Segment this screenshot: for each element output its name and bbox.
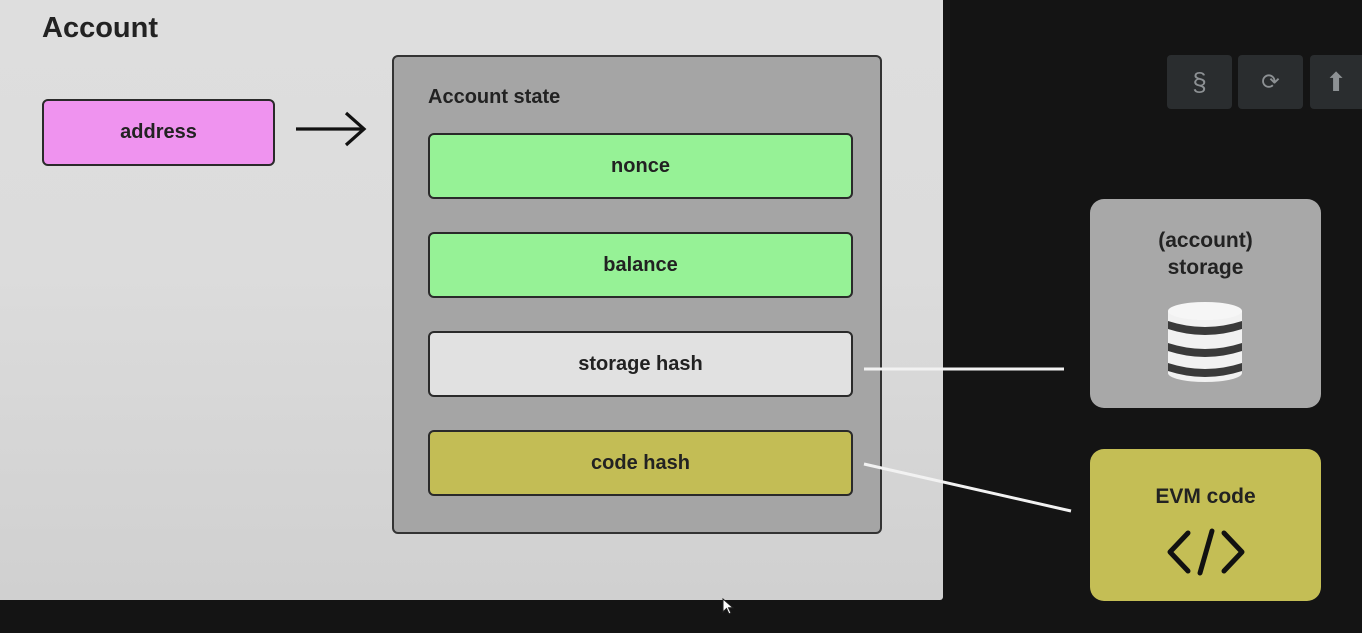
field-balance-label: balance xyxy=(603,253,678,276)
account-storage-title: (account) storage xyxy=(1158,229,1253,279)
code-connector-line xyxy=(863,462,1072,513)
address-label: address xyxy=(120,121,197,143)
right-arrow-icon xyxy=(296,111,367,147)
field-code-hash: code hash xyxy=(428,430,853,496)
account-storage-card: (account) storage xyxy=(1090,199,1321,408)
mouse-cursor-icon xyxy=(722,598,735,615)
section-icon: § xyxy=(1192,66,1207,97)
field-nonce-label: nonce xyxy=(611,154,670,177)
field-storage-hash: storage hash xyxy=(428,331,853,397)
account-state-title: Account state xyxy=(428,86,561,108)
address-box: address xyxy=(42,99,275,166)
slide-title: Account xyxy=(42,12,158,44)
evm-code-card: EVM code xyxy=(1090,449,1321,601)
slide-panel: Account address Account state nonce bala… xyxy=(0,0,943,600)
refresh-button[interactable]: ⟳ xyxy=(1238,55,1303,109)
section-button[interactable]: § xyxy=(1167,55,1232,109)
refresh-icon: ⟳ xyxy=(1261,69,1280,94)
field-code-hash-label: code hash xyxy=(591,451,690,474)
code-brackets-icon xyxy=(1167,528,1245,576)
field-storage-hash-label: storage hash xyxy=(578,352,703,375)
database-icon xyxy=(1168,302,1242,382)
evm-code-title: EVM code xyxy=(1155,485,1256,508)
field-balance: balance xyxy=(428,232,853,298)
upload-button[interactable]: ⬆ xyxy=(1310,55,1362,109)
field-nonce: nonce xyxy=(428,133,853,199)
upload-arrow-icon: ⬆ xyxy=(1325,66,1347,97)
